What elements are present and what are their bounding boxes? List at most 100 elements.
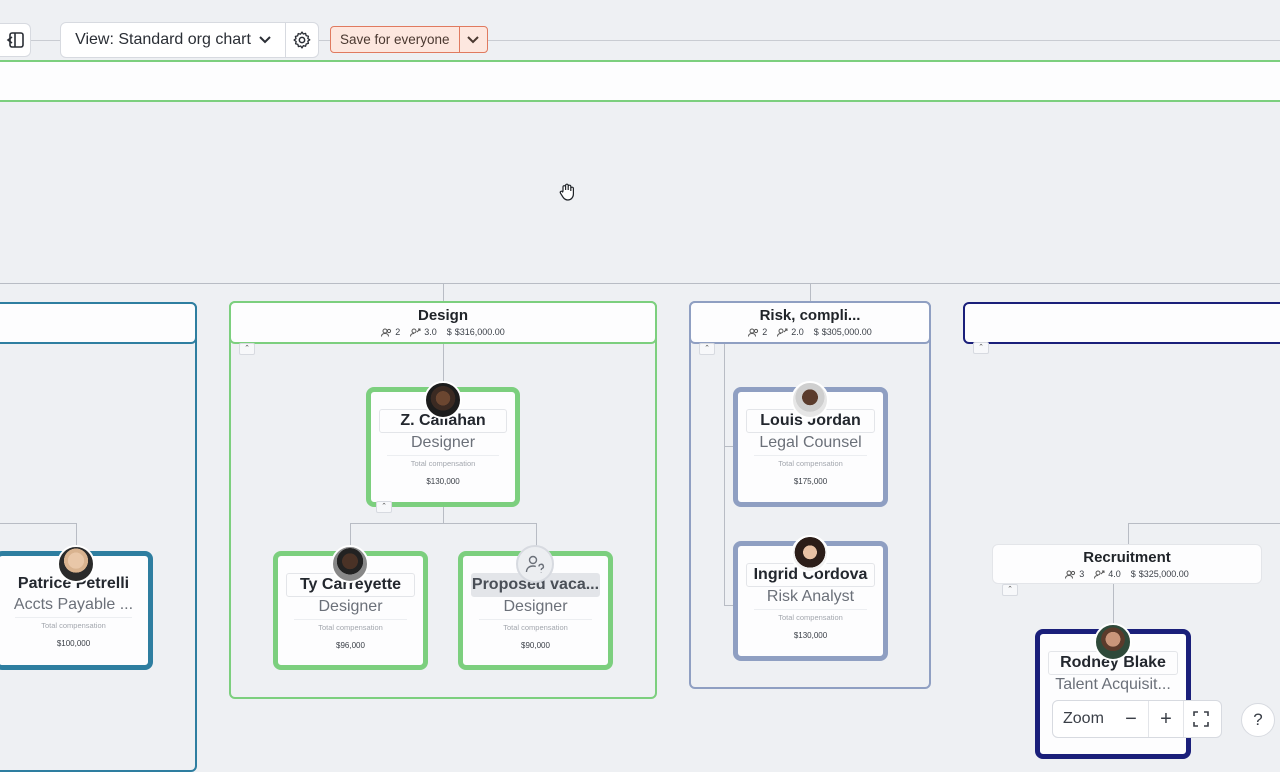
comp-label: Total compensation: [754, 609, 867, 622]
comp-value: $130,000: [793, 631, 828, 640]
vacancy-avatar: [516, 545, 554, 583]
tree-connector: [724, 446, 736, 447]
group-stats: 3 4.0 $$325,000.00: [993, 569, 1261, 579]
tree-connector: [536, 523, 537, 548]
person-role: Talent Acquisit...: [1055, 676, 1171, 693]
tree-connector: [443, 506, 444, 524]
person-role: Risk Analyst: [766, 588, 855, 605]
people-icon: [1065, 570, 1076, 579]
group-stats: 2 2.0 $$305,000.00: [691, 327, 929, 337]
tree-connector: [443, 344, 444, 390]
tree-connector: [350, 523, 351, 548]
comp-value: $130,000: [426, 477, 460, 486]
fullscreen-icon: [1193, 711, 1209, 727]
sidebar-toggle-button[interactable]: [0, 23, 31, 57]
tree-connector: [724, 605, 736, 606]
top-divider-line: [0, 40, 1280, 41]
save-split-button: Save for everyone: [330, 26, 488, 53]
group-header-design[interactable]: Design 2 3.0 $$316,000.00: [229, 301, 657, 344]
zoom-in-button[interactable]: +: [1147, 701, 1183, 737]
comp-label: Total compensation: [15, 617, 132, 630]
zoom-out-button[interactable]: −: [1125, 707, 1137, 730]
dollar-icon: $: [1130, 569, 1136, 579]
collapse-toggle[interactable]: ⌃: [239, 343, 255, 355]
group-header-left[interactable]: [0, 302, 197, 344]
dollar-icon: $: [446, 327, 452, 337]
comp-label: Total compensation: [294, 619, 407, 632]
span-icon: [1094, 570, 1105, 579]
save-options-dropdown[interactable]: [460, 27, 487, 52]
span-of-control: 4.0: [1094, 569, 1121, 579]
avatar: [1094, 623, 1132, 661]
top-group-banner: [0, 60, 1280, 102]
vacancy-person-icon: [525, 555, 545, 573]
total-compensation: $$305,000.00: [813, 327, 872, 337]
settings-button[interactable]: [285, 22, 319, 58]
tree-connector: [76, 523, 77, 548]
view-selector[interactable]: View: Standard org chart: [60, 22, 286, 58]
tree-connector: [1128, 523, 1129, 545]
tree-connector: [350, 523, 537, 524]
person-card-patrice-petrelli[interactable]: Patrice Petrelli Accts Payable ... Total…: [0, 551, 153, 670]
group-title: Risk, compli...: [759, 307, 861, 324]
person-role: Legal Counsel: [759, 434, 862, 451]
person-role: Designer: [410, 434, 476, 451]
zoom-label: Zoom: [1063, 710, 1104, 727]
total-compensation: $$325,000.00: [1130, 569, 1189, 579]
group-header-recruitment[interactable]: Recruitment 3 4.0 $$325,000.00: [992, 544, 1262, 584]
tree-connector: [0, 283, 1280, 284]
help-button[interactable]: ?: [1241, 703, 1275, 737]
span-icon: [777, 328, 788, 337]
person-role: Accts Payable ...: [13, 596, 134, 613]
hand-cursor-icon: [559, 183, 574, 201]
save-for-everyone-button[interactable]: Save for everyone: [331, 27, 460, 52]
people-icon: [381, 328, 392, 337]
people-count: 3: [1065, 569, 1084, 579]
group-stats: 2 3.0 $$316,000.00: [231, 327, 655, 337]
collapse-toggle[interactable]: ⌃: [376, 501, 392, 513]
comp-label: Total compensation: [754, 455, 867, 468]
total-compensation: $$316,000.00: [446, 327, 505, 337]
avatar: [331, 545, 369, 583]
group-title: Design: [417, 307, 468, 324]
avatar: [424, 381, 462, 419]
people-count: 2: [381, 327, 400, 337]
chevron-down-icon: [259, 36, 271, 44]
avatar: [57, 545, 95, 583]
comp-label: Total compensation: [387, 455, 499, 468]
fullscreen-button[interactable]: [1182, 701, 1218, 737]
comp-value: $100,000: [56, 639, 91, 648]
gear-icon: [293, 31, 311, 49]
avatar: [791, 535, 829, 573]
tree-connector: [1113, 584, 1114, 634]
tree-connector: [0, 523, 76, 524]
group-header-risk[interactable]: Risk, compli... 2 2.0 $$305,000.00: [689, 301, 931, 344]
tree-connector: [1128, 523, 1280, 524]
zoom-controls: Zoom − +: [1052, 700, 1222, 738]
comp-value: $175,000: [793, 477, 828, 486]
group-header-right[interactable]: [963, 302, 1280, 344]
view-selector-label: View: Standard org chart: [75, 31, 251, 48]
span-of-control: 2.0: [777, 327, 804, 337]
people-icon: [748, 328, 759, 337]
dollar-icon: $: [813, 327, 819, 337]
tree-connector: [724, 344, 725, 606]
span-icon: [410, 328, 421, 337]
avatar: [791, 381, 829, 419]
tree-connector: [443, 283, 444, 303]
people-count: 2: [748, 327, 767, 337]
span-of-control: 3.0: [410, 327, 437, 337]
sidebar-toggle-icon: [6, 32, 24, 48]
group-container-left: [0, 302, 197, 772]
collapse-toggle[interactable]: ⌃: [1002, 584, 1018, 596]
group-title: Recruitment: [1083, 549, 1171, 566]
comp-value: $90,000: [521, 641, 550, 650]
person-role: Designer: [318, 598, 383, 615]
person-card-ty-carreyette[interactable]: Ty Carreyette Designer Total compensatio…: [273, 551, 428, 670]
collapse-toggle[interactable]: ⌃: [699, 343, 715, 355]
collapse-toggle[interactable]: ⌃: [973, 342, 989, 354]
comp-label: Total compensation: [479, 619, 592, 632]
comp-value: $96,000: [336, 641, 365, 650]
chevron-down-icon: [467, 35, 479, 43]
person-role: Designer: [503, 598, 568, 615]
